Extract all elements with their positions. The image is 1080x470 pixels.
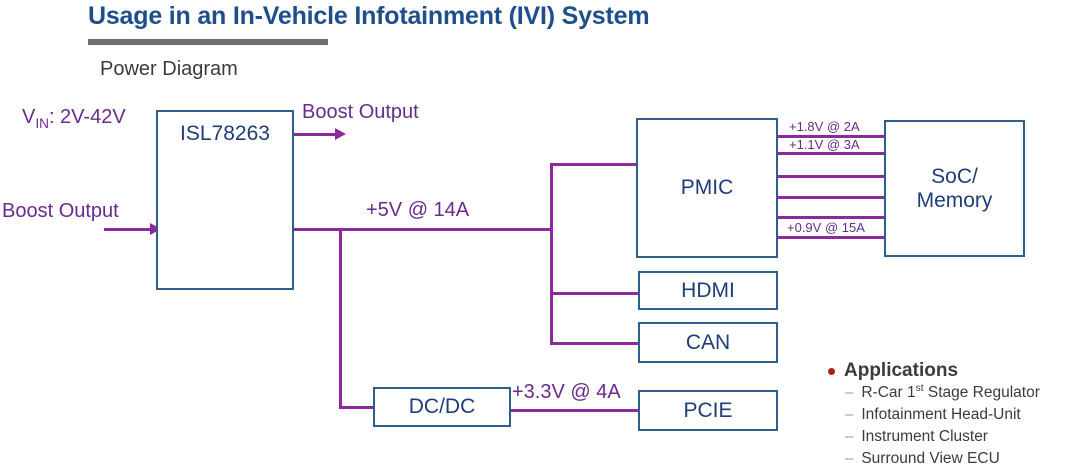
dash-icon: –: [845, 428, 854, 446]
list-item-label: R-Car 1st Stage Regulator: [861, 382, 1040, 404]
block-can-label: CAN: [685, 330, 731, 354]
label-vin-value: : 2V-42V: [48, 106, 126, 128]
wire-rail-2: [776, 152, 886, 155]
dash-icon: –: [845, 450, 854, 468]
block-pcie-label: PCIE: [683, 398, 733, 422]
wire-pcie-input: [511, 409, 639, 412]
block-soc-memory[interactable]: SoC/ Memory: [884, 120, 1025, 257]
wire-boost-output: [294, 133, 342, 136]
wire-bus-vertical: [550, 163, 553, 344]
list-item-label: Instrument Cluster: [861, 428, 988, 446]
bullet-icon: [828, 367, 835, 375]
list-item-label: Infotainment Head-Unit: [861, 406, 1021, 424]
wire-boost-input: [104, 228, 158, 231]
subtitle: Power Diagram: [100, 58, 238, 80]
label-rail-5v: +5V @ 14A: [366, 199, 470, 221]
wire-pmic-input: [550, 163, 638, 166]
applications-section: Applications – R-Car 1st Stage Regulator…: [828, 360, 1080, 470]
wire-hdmi-input: [550, 292, 640, 295]
label-rail-3v3: +3.3V @ 4A: [512, 381, 621, 403]
wire-rail-5: [776, 216, 886, 219]
label-boost-output-top: Boost Output: [302, 101, 419, 123]
block-dcdc[interactable]: DC/DC: [373, 387, 511, 427]
block-hdmi-label: HDMI: [681, 278, 735, 302]
list-item: – Surround View ECU: [845, 448, 1080, 470]
arrowhead-boost-input: [150, 223, 161, 235]
list-item: – R-Car 1st Stage Regulator: [845, 382, 1080, 404]
block-isl78263-label: ISL78263: [180, 122, 270, 145]
block-dcdc-label: DC/DC: [408, 395, 476, 419]
label-vin-prefix: V: [22, 106, 36, 128]
list-item-text-tail: Stage Regulator: [923, 384, 1040, 402]
label-boost-output-left: Boost Output: [2, 200, 119, 222]
wire-dcdc-input: [339, 406, 375, 409]
list-item-superscript: st: [915, 383, 924, 394]
page-title: Usage in an In-Vehicle Infotainment (IVI…: [88, 2, 650, 30]
dash-icon: –: [845, 384, 854, 402]
applications-heading: Applications: [828, 360, 1080, 382]
wire-rail-6: [776, 236, 886, 239]
list-item-label: Surround View ECU: [861, 450, 1000, 468]
wire-can-input: [550, 342, 640, 345]
wire-5v-main: [294, 228, 552, 231]
title-underline-rule: [88, 39, 328, 45]
block-isl78263[interactable]: ISL78263: [156, 110, 294, 290]
block-soc-label-line2: Memory: [916, 188, 993, 212]
list-item: – Infotainment Head-Unit: [845, 404, 1080, 426]
applications-heading-label: Applications: [844, 360, 959, 381]
label-vin-subscript: IN: [35, 116, 49, 131]
label-vin: VIN: 2V-42V: [22, 106, 126, 131]
block-soc-label-line1: SoC/: [931, 164, 978, 188]
block-can[interactable]: CAN: [638, 322, 778, 363]
block-hdmi[interactable]: HDMI: [638, 271, 778, 310]
block-pmic-label: PMIC: [680, 176, 734, 200]
arrowhead-boost-output: [335, 128, 346, 140]
rail-label-6: +0.9V @ 15A: [787, 220, 865, 235]
wire-rail-3: [776, 175, 886, 178]
block-pcie[interactable]: PCIE: [638, 390, 778, 431]
rail-label-1: +1.8V @ 2A: [789, 119, 860, 134]
dash-icon: –: [845, 406, 854, 424]
list-item: – Instrument Cluster: [845, 426, 1080, 448]
rail-label-2: +1.1V @ 3A: [789, 137, 860, 152]
block-pmic[interactable]: PMIC: [636, 118, 778, 258]
list-item-text: R-Car 1: [861, 384, 916, 402]
wire-rail-1: [776, 135, 886, 138]
wire-rail-4: [776, 196, 886, 199]
wire-5v-branch-down: [339, 228, 342, 409]
